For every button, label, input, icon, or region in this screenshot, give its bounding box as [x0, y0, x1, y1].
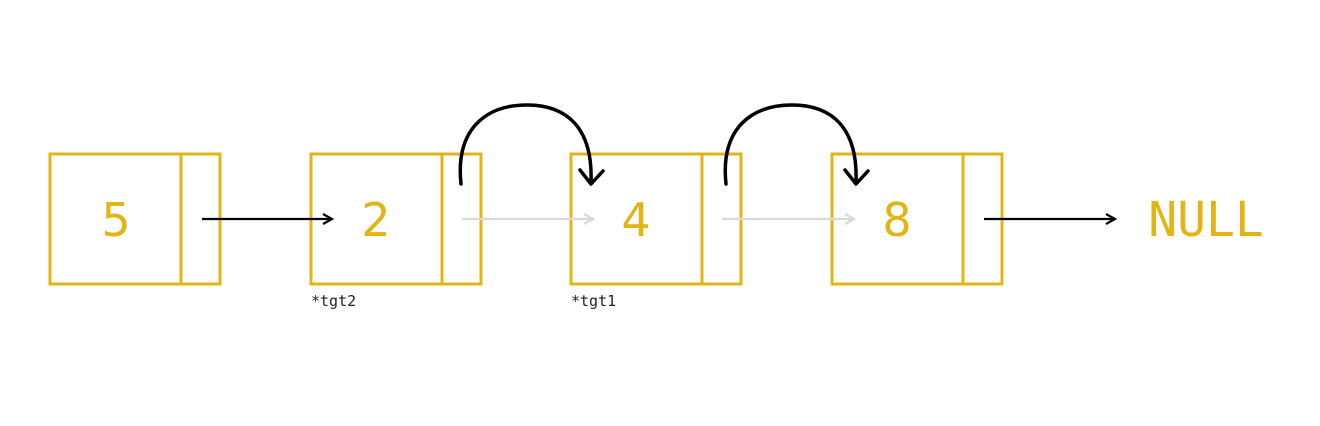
node-0-value: 5 — [101, 193, 130, 247]
node-0: 5 — [48, 152, 222, 286]
node-1-value: 2 — [361, 193, 390, 247]
node-1: 2 *tgt2 — [309, 152, 483, 310]
node-1-pointer-label: *tgt2 — [311, 292, 356, 310]
node-2-pointer-label: *tgt1 — [571, 292, 616, 310]
node-2-box — [569, 152, 743, 286]
rewire-arc-node-1-to-node-2 — [458, 103, 605, 186]
rewire-arc-node-2-to-node-3 — [723, 103, 870, 186]
node-2-value: 4 — [621, 193, 650, 247]
node-3-value: 8 — [882, 193, 911, 247]
node-0-box — [48, 152, 222, 286]
node-1-box — [309, 152, 483, 286]
node-3: 8 — [830, 152, 1004, 286]
null-terminal: NULL — [1148, 192, 1264, 248]
